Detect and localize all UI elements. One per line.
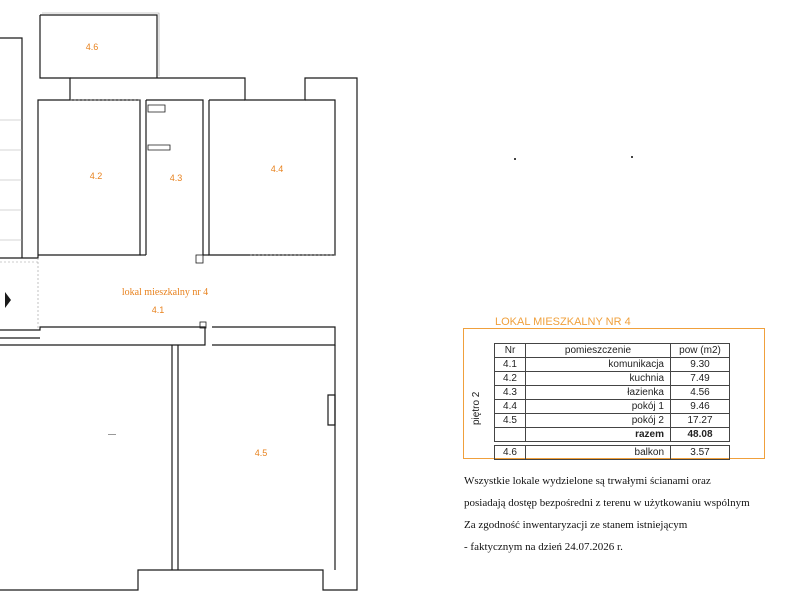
legend-title: LOKAL MIESZKALNY NR 4 <box>495 316 631 328</box>
cell-nr <box>494 427 526 442</box>
notes-block: Wszystkie lokale wydzielone są trwałymi … <box>464 474 750 562</box>
cell-nr: 4.3 <box>494 385 526 400</box>
table-row: 4.1 komunikacja 9.30 <box>494 357 730 372</box>
cell-area: 4.56 <box>670 385 730 400</box>
header-nr: Nr <box>494 343 526 358</box>
marker-dot <box>631 156 633 158</box>
cell-room: komunikacja <box>525 357 671 372</box>
floor-label: piętro 2 <box>471 391 482 425</box>
cell-area: 17.27 <box>670 413 730 428</box>
cell-area: 9.46 <box>670 399 730 414</box>
total-row: razem 48.08 <box>494 427 730 442</box>
total-label: razem <box>525 427 671 442</box>
cell-room: kuchnia <box>525 371 671 386</box>
table-header: Nr pomieszczenie pow (m2) <box>494 343 730 358</box>
cell-room: łazienka <box>525 385 671 400</box>
plan-dot <box>108 434 116 435</box>
unit-title: lokal mieszkalny nr 4 <box>122 287 208 298</box>
note-line: posiadają dostęp bezpośredni z terenu w … <box>464 497 750 509</box>
table-row: 4.3 łazienka 4.56 <box>494 385 730 400</box>
marker-dot <box>514 158 516 160</box>
cell-room: balkon <box>525 445 671 460</box>
floor-plan: 4.6 4.2 4.3 4.4 lokal mieszkalny nr 4 4.… <box>0 12 358 591</box>
cell-area: 9.30 <box>670 357 730 372</box>
area-table: Nr pomieszczenie pow (m2) 4.1 komunikacj… <box>494 343 730 460</box>
room-label-4-3: 4.3 <box>170 173 183 183</box>
note-line: Wszystkie lokale wydzielone są trwałymi … <box>464 475 711 487</box>
legend-frame: piętro 2 Nr pomieszczenie pow (m2) 4.1 k… <box>463 328 765 460</box>
cell-nr: 4.5 <box>494 413 526 428</box>
cell-area: 7.49 <box>670 371 730 386</box>
room-label-4-4: 4.4 <box>271 164 284 174</box>
balcony-row: 4.6 balkon 3.57 <box>494 445 730 460</box>
table-row: 4.4 pokój 1 9.46 <box>494 399 730 414</box>
cell-nr: 4.1 <box>494 357 526 372</box>
cell-nr: 4.2 <box>494 371 526 386</box>
cell-room: pokój 2 <box>525 413 671 428</box>
plan-walls <box>0 12 358 591</box>
note-line: Za zgodność inwentaryzacji ze stanem ist… <box>464 519 688 531</box>
total-area: 48.08 <box>670 427 730 442</box>
cell-nr: 4.4 <box>494 399 526 414</box>
plan-dashes <box>0 99 335 330</box>
room-label-4-1: 4.1 <box>152 305 165 315</box>
room-label-4-2: 4.2 <box>90 171 103 181</box>
entry-arrow-icon <box>5 292 11 308</box>
header-room: pomieszczenie <box>525 343 671 358</box>
table-row: 4.2 kuchnia 7.49 <box>494 371 730 386</box>
header-area: pow (m2) <box>670 343 730 358</box>
room-label-4-6: 4.6 <box>86 42 99 52</box>
cell-area: 3.57 <box>670 445 730 460</box>
cell-nr: 4.6 <box>494 445 526 460</box>
note-line: - faktycznym na dzień 24.07.2026 r. <box>464 541 623 553</box>
table-row: 4.5 pokój 2 17.27 <box>494 413 730 428</box>
cell-room: pokój 1 <box>525 399 671 414</box>
room-label-4-5: 4.5 <box>255 448 268 458</box>
